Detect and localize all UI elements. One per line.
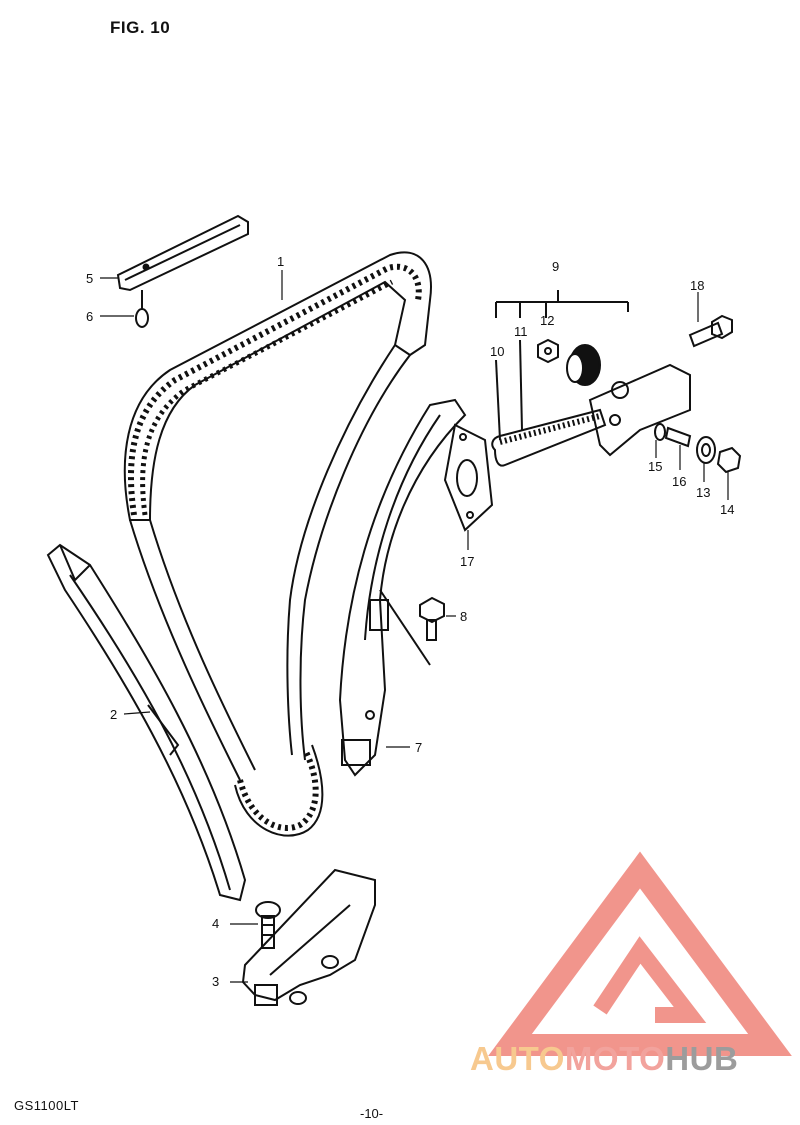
callout-12: 12 [540, 313, 554, 328]
guide-bolt [379, 589, 445, 666]
figure-title: FIG. 10 [110, 18, 171, 37]
callout-11: 11 [514, 324, 528, 339]
watermark-auto: AUTO [470, 1040, 565, 1077]
page-number: -10- [360, 1106, 384, 1121]
callout-18: 18 [690, 278, 704, 293]
chain-guide-lower [241, 868, 376, 1006]
callout-17: 17 [460, 554, 474, 569]
watermark-text: AUTOMOTOHUB [470, 1040, 738, 1078]
callout-16: 16 [672, 474, 686, 489]
callout-2: 2 [110, 707, 117, 722]
callout-13: 13 [696, 485, 710, 500]
model-code: GS1100LT [14, 1098, 79, 1113]
callout-6: 6 [86, 309, 93, 324]
callout-15: 15 [648, 459, 662, 474]
cam-chain-tensioner [491, 290, 742, 474]
chain-guide-upper [116, 214, 249, 292]
chain-guide-left [46, 543, 247, 902]
callout-9: 9 [552, 259, 559, 274]
watermark-logo [488, 851, 792, 1056]
callout-4: 4 [212, 916, 219, 931]
cam-chain [123, 251, 432, 837]
callout-8: 8 [460, 609, 467, 624]
callout-14: 14 [720, 502, 734, 517]
callout-3: 3 [212, 974, 219, 989]
chain-tensioner-guide [338, 398, 467, 777]
callout-labels: 1 2 3 4 5 6 7 8 9 10 11 12 13 14 15 16 1… [86, 254, 734, 989]
callout-7: 7 [415, 740, 422, 755]
guide-screw [135, 290, 149, 328]
leader-lines [100, 270, 729, 983]
lower-guide-bolt [255, 901, 281, 949]
callout-10: 10 [490, 344, 504, 359]
watermark-hub: HUB [665, 1040, 739, 1077]
watermark-moto: MOTO [564, 1040, 666, 1077]
callout-1: 1 [277, 254, 284, 269]
tensioner-gasket [443, 423, 494, 532]
callout-5: 5 [86, 271, 93, 286]
